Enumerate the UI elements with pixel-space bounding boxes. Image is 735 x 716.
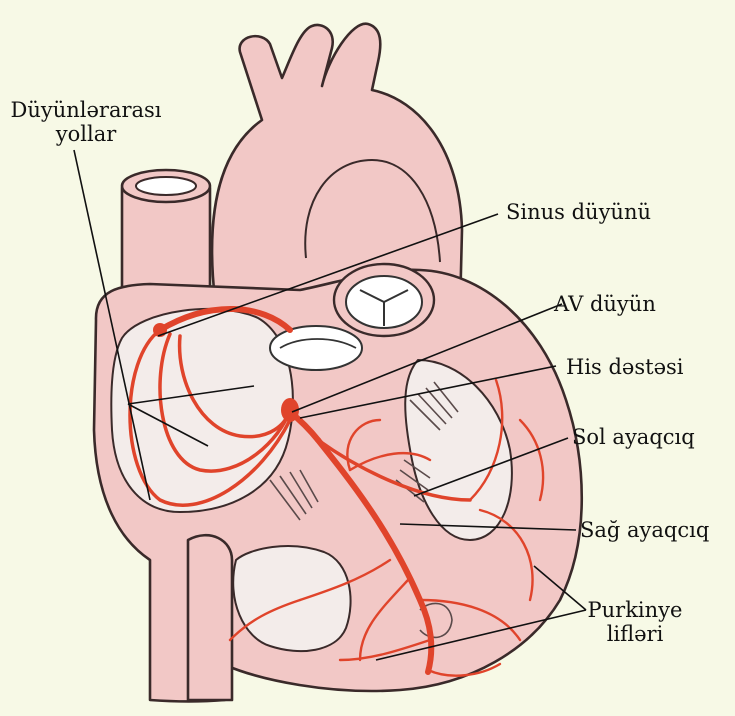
label-purkinje-line2: lifləri — [580, 622, 690, 646]
inferior-vena-cava — [188, 535, 232, 700]
superior-vena-cava — [122, 170, 210, 300]
label-internodal-line2: yollar — [6, 122, 166, 146]
label-purkinje-fibers: Purkinye lifləri — [580, 598, 690, 646]
label-av-node: AV düyün — [554, 292, 656, 316]
label-left-bundle-branch: Sol ayaqcıq — [572, 425, 695, 449]
label-his-bundle: His dəstəsi — [566, 355, 684, 379]
label-right-bundle-branch: Sağ ayaqcıq — [580, 518, 709, 542]
label-internodal-line1: Düyünlərarası — [6, 98, 166, 122]
aorta — [212, 24, 462, 310]
tricuspid-valve — [270, 326, 362, 370]
label-sinus-node: Sinus düyünü — [506, 200, 651, 224]
label-internodal-pathways: Düyünlərarası yollar — [6, 98, 166, 146]
label-purkinje-line1: Purkinye — [580, 598, 690, 622]
pulmonary-valve — [334, 264, 434, 336]
